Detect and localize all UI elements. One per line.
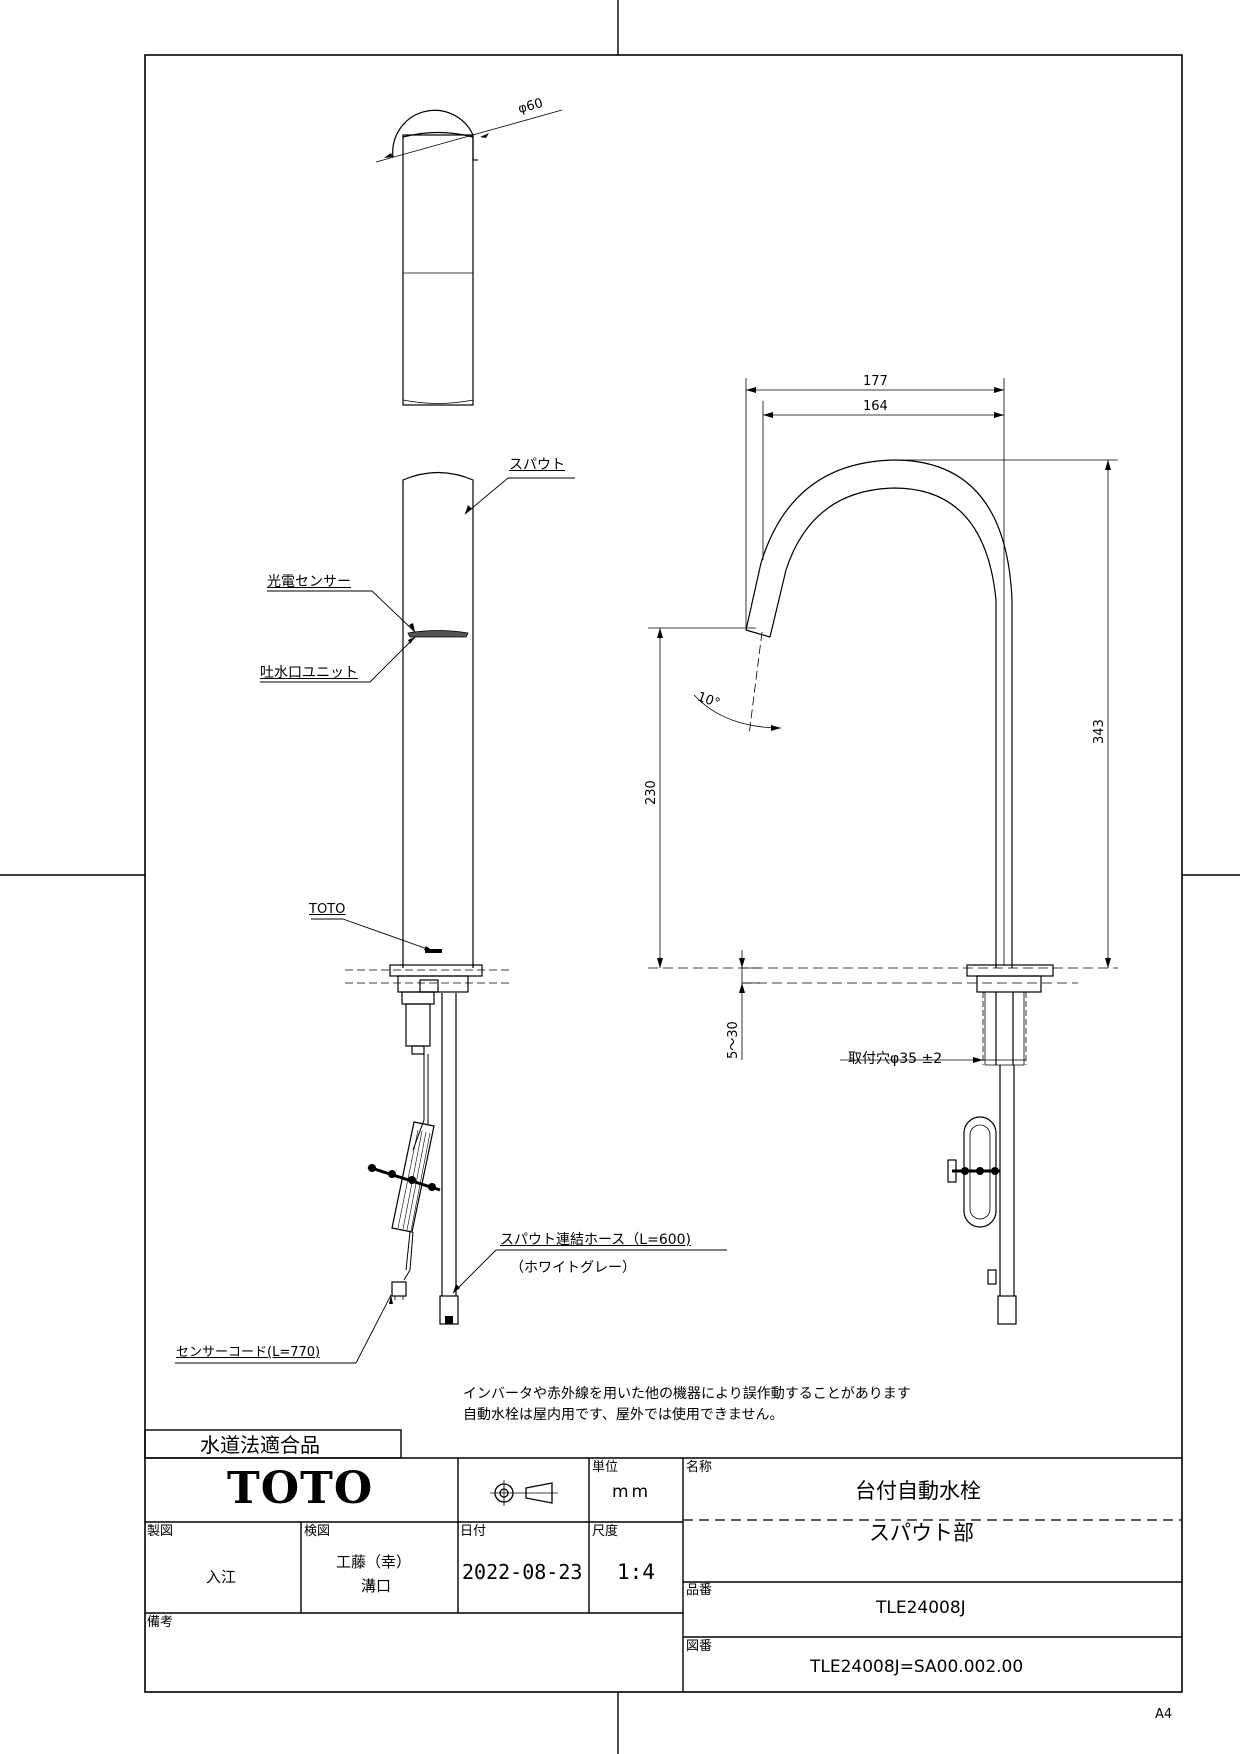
part-no-value: TLE24008J [876, 1598, 966, 1618]
checked-line-2: 溝口 [361, 1577, 392, 1595]
checked-label: 検図 [304, 1524, 331, 1539]
name-label: 名称 [686, 1460, 713, 1475]
front-view [345, 471, 510, 1325]
drawn-label: 製図 [147, 1524, 174, 1539]
drawing-no-label: 図番 [686, 1639, 713, 1654]
dim-343: 343 [1092, 719, 1107, 744]
name-line-2: スパウト部 [869, 1521, 974, 1545]
note-line-1: インバータや赤外線を用いた他の機器により誤作動することがあります [463, 1386, 911, 1402]
dim-177: 177 [863, 374, 888, 389]
third-angle-projection-symbol [490, 1480, 558, 1506]
drawing-no-value: TLE24008J=SA00.002.00 [810, 1657, 1024, 1677]
dim-164: 164 [863, 399, 888, 414]
brand-mark-label: TOTO [309, 902, 346, 917]
sheet-size: A4 [1155, 1707, 1173, 1722]
outlet-unit-label: 吐水口ユニット [260, 665, 358, 681]
spout-label: スパウト [509, 457, 565, 473]
sensor-label: 光電センサー [267, 574, 351, 590]
hose-label: スパウト連結ホース（L=600) [500, 1232, 692, 1248]
checked-line-1: 工藤（幸） [336, 1553, 412, 1571]
part-no-label: 品番 [686, 1583, 713, 1598]
name-line-1: 台付自動水栓 [855, 1479, 981, 1503]
top-view [375, 109, 563, 406]
side-view [745, 459, 1054, 1325]
dimension-lines [648, 378, 1118, 1065]
dim-230: 230 [644, 780, 659, 805]
unit-value: mm [612, 1482, 652, 1502]
scale-value: 1:4 [617, 1560, 655, 1584]
drawing-frame [144, 54, 1183, 1693]
note-line-2: 自動水栓は屋内用です、屋外では使用できません。 [463, 1407, 784, 1423]
dim-thickness: 5～30 [726, 1021, 741, 1059]
remarks-label: 備考 [147, 1615, 174, 1630]
unit-label: 単位 [592, 1460, 619, 1475]
date-value: 2022-08-23 [462, 1560, 583, 1584]
dim-mounting-hole: 取付穴φ35 ±2 [848, 1051, 943, 1067]
leader-lines [175, 477, 727, 1364]
maker-logo: TOTO [227, 1463, 374, 1514]
hose-color-label: （ホワイトグレー） [510, 1260, 636, 1276]
date-label: 日付 [460, 1524, 487, 1539]
scale-label: 尺度 [592, 1524, 619, 1539]
compliance-label: 水道法適合品 [200, 1433, 320, 1457]
drawn-value: 入江 [206, 1568, 237, 1586]
title-block-lines [144, 1429, 1182, 1692]
sensor-cord-label: センサーコード(L=770) [176, 1345, 321, 1360]
